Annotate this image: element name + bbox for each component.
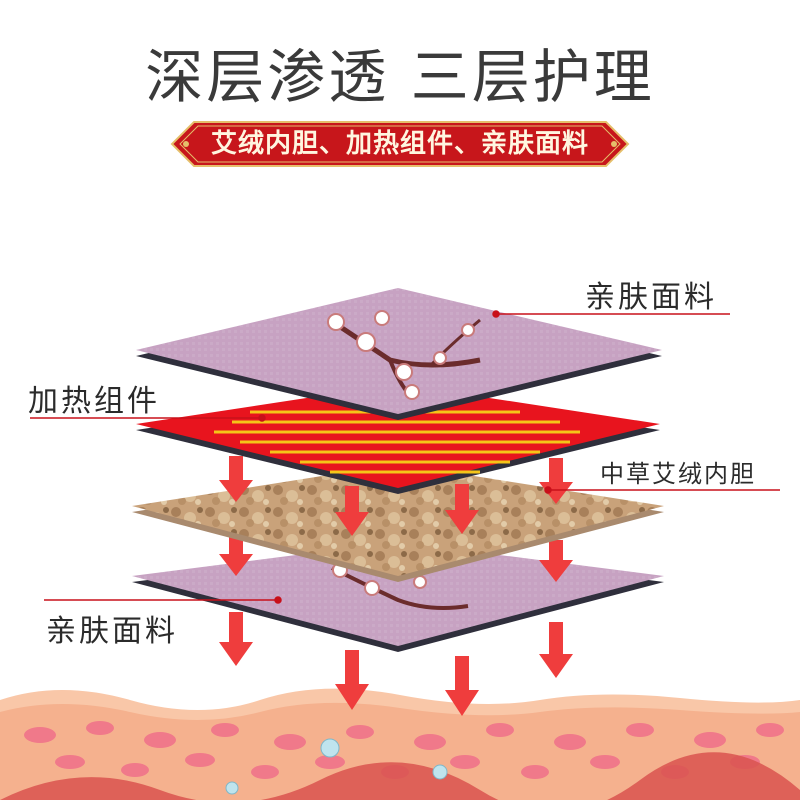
label-heating: 加热组件: [28, 384, 160, 419]
heating-layer: [136, 384, 660, 494]
label-bottom-fabric: 亲肤面料: [46, 614, 178, 649]
banner-text: 艾绒内胆、加热组件、亲肤面料: [210, 129, 589, 159]
skin-cross-section: [0, 688, 800, 800]
label-mugwort: 中草艾绒内胆: [600, 460, 756, 488]
bottom-fabric-layer: [132, 542, 664, 652]
heat-arrows-lower: [219, 612, 573, 716]
leader-lines: [30, 310, 780, 604]
banner-background: [170, 121, 630, 167]
label-top-fabric: 亲肤面料: [585, 280, 717, 315]
page-title: 深层渗透 三层护理: [145, 43, 655, 111]
mugwort-layer: [132, 464, 664, 582]
top-fabric-layer: [136, 288, 662, 420]
heat-arrows-middle: [219, 534, 573, 582]
banner: 艾绒内胆、加热组件、亲肤面料: [170, 120, 630, 168]
plum-blossom-icon: [331, 562, 469, 610]
plum-blossom-icon: [327, 310, 481, 400]
